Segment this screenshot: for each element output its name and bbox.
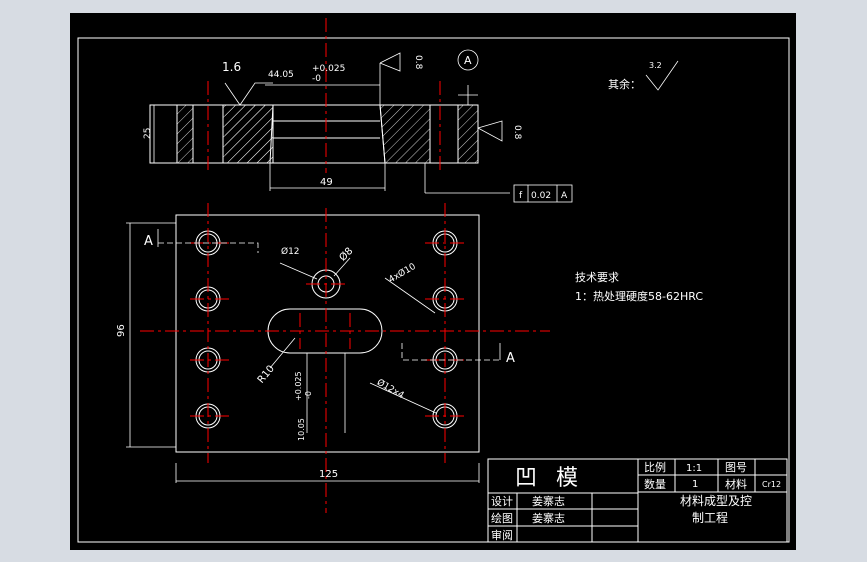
holes-top: 4xØ10 [387, 261, 418, 285]
dim-total-width: 125 [319, 469, 338, 480]
section-right-label: A [506, 351, 515, 366]
dim-bottom: 49 [320, 177, 333, 188]
draw-name: 姜寨志 [532, 511, 565, 525]
dia-center: Ø8 [337, 245, 356, 264]
surface-finish-top: 1.6 [222, 60, 241, 74]
others-finish-symbol [645, 60, 679, 91]
tech-item: 1：热处理硬度58-62HRC [575, 289, 703, 303]
gdt-symbol: f [519, 191, 523, 201]
design-name: 姜寨志 [532, 494, 565, 508]
others-finish: 3.2 [649, 61, 662, 70]
section-cut-line [158, 242, 500, 361]
review-label: 审阅 [491, 528, 513, 542]
drawing-frame [77, 37, 790, 543]
section-centerlines [207, 18, 441, 173]
dia-small: Ø12 [281, 246, 300, 257]
dim-width-top: 44.05 [268, 70, 294, 80]
finish-right-top: 0.8 [413, 55, 423, 70]
org-line1: 材料成型及控 [680, 494, 752, 508]
design-label: 设计 [491, 495, 513, 508]
title-block [487, 458, 788, 543]
datum-label: A [464, 54, 472, 67]
section-left-label: A [144, 234, 153, 249]
part-name: 凹 模 [515, 466, 584, 491]
draw-label: 绘图 [491, 511, 513, 525]
material-value: Cr12 [762, 480, 781, 489]
plan-centerlines [140, 203, 550, 513]
finish-right-mid: 0.8 [512, 125, 522, 140]
section-view [149, 104, 479, 164]
quantity-value: 1 [692, 479, 698, 490]
material-label: 材料 [725, 477, 747, 491]
radius-label: R10 [256, 363, 277, 385]
dim-tol-slot: +0.025 [294, 371, 303, 401]
drawing-no-label: 图号 [725, 461, 747, 474]
tolerance-lower: -0 [312, 74, 321, 84]
org-line2: 制工程 [692, 510, 728, 525]
quantity-label: 数量 [644, 478, 666, 491]
tech-title: 技术要求 [575, 271, 619, 284]
drawing-viewport[interactable]: 1.6 44.05 +0.025 -0 0.8 A 0.8 25 49 f 0.… [70, 13, 796, 550]
drawing-canvas: 1.6 44.05 +0.025 -0 0.8 A 0.8 25 49 f 0.… [77, 18, 790, 543]
scale-label: 比例 [644, 460, 666, 474]
dim-tol-slot2: -0 [304, 391, 313, 399]
gdt-datum: A [561, 191, 568, 201]
dim-total-height: 96 [116, 324, 127, 337]
gdt-value: 0.02 [531, 191, 551, 201]
dim-slot-width: 10.05 [297, 418, 306, 441]
dim-height: 25 [143, 128, 153, 139]
tolerance-upper: +0.025 [312, 64, 345, 74]
scale-value: 1:1 [686, 463, 702, 474]
others-label: 其余： [608, 77, 641, 91]
holes-bottom: Ø12x4 [375, 377, 406, 401]
